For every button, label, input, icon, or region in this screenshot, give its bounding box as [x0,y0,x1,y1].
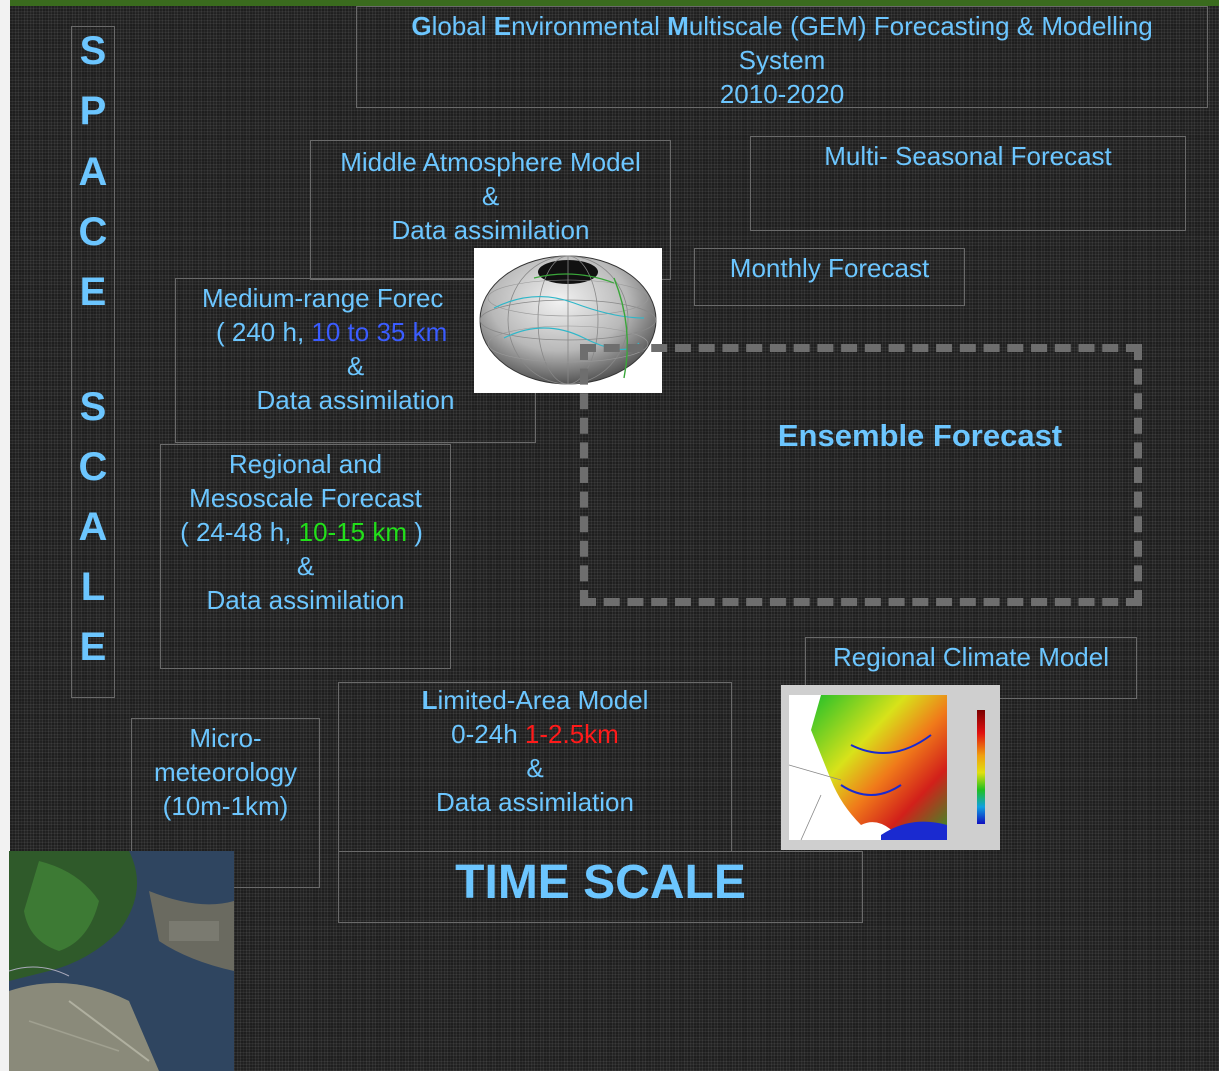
space-letter-a: A [78,150,108,194]
middle-atmosphere-box: Middle Atmosphere Model & Data assimilat… [310,140,671,280]
middle-atmosphere-amp: & [481,181,500,211]
title-word-rest: ultiscale (GEM) Forecasting & Modelling [688,11,1153,41]
globe-grid-icon [474,248,662,393]
medium-range-resolution: 10 to 35 km [311,317,448,347]
satellite-photo-icon [9,851,234,1071]
title-line-3: 2010-2020 [719,79,845,109]
scale-letter-s: S [79,385,107,429]
limited-area-rest: imited-Area Model [437,685,649,715]
regional-meso-hours: ( 24-48 h, [180,517,299,547]
medium-range-title: Medium-range Forec [202,283,444,313]
title-line-1: Global Environmental Multiscale (GEM) Fo… [357,9,1207,43]
middle-atmosphere-title: Middle Atmosphere Model [340,147,641,177]
limited-area-hours: 0-24h [451,719,525,749]
medium-range-box: Medium-range Forec ( 240 h, 10 to 35 km … [175,278,536,443]
regional-meso-line-1: Regional and [228,449,383,479]
title-letter-m: M [667,11,689,41]
regional-meso-line-2: Mesoscale Forecast [189,483,422,513]
medium-range-amp: & [346,351,365,381]
micro-line-1: Micro- [189,723,262,753]
micro-line-3: (10m-1km) [162,791,289,821]
limited-area-box: Limited-Area Model 0-24h 1-2.5km & Data … [338,682,732,852]
space-letter-p: P [79,89,107,133]
space-letter-c: C [78,210,108,254]
limited-area-amp: & [526,753,544,783]
limited-area-title: Limited-Area Model [339,683,731,717]
regional-meso-resolution: 10-15 km [298,517,407,547]
regional-meso-amp: & [296,551,315,581]
space-letter-e: E [79,270,107,314]
space-letter-s: S [79,29,107,73]
regional-climate-map-icon [781,685,1000,850]
multi-seasonal-title: Multi- Seasonal Forecast [824,141,1112,171]
micro-line-2: meteorology [153,757,298,787]
micro-meteorology-box: Micro- meteorology (10m-1km) [131,718,320,888]
gem-title-box: Global Environmental Multiscale (GEM) Fo… [356,6,1208,109]
medium-range-da: Data assimilation [256,385,455,415]
multi-seasonal-box: Multi- Seasonal Forecast [750,136,1186,231]
scale-letter-c: C [78,445,108,489]
title-line-2: System [738,45,826,75]
monthly-forecast-title: Monthly Forecast [729,253,930,283]
scale-letter-a: A [78,505,108,549]
scale-letter-e: E [79,625,107,669]
limited-area-resolution: 1-2.5km [524,719,619,749]
title-word-nvironmental: nvironmental [511,11,668,41]
ensemble-forecast-frame [580,344,1142,606]
medium-range-hours: ( 240 h, [216,317,312,347]
time-scale-axis: TIME SCALE [338,851,863,923]
regional-meso-spec: ( 24-48 h, 10-15 km ) [153,515,450,549]
monthly-forecast-box: Monthly Forecast [694,248,965,306]
title-letter-g: G [411,11,432,41]
globe-svg [479,255,657,385]
regional-meso-da: Data assimilation [206,585,405,615]
limited-area-letter-l: L [421,685,438,715]
satellite-svg [9,851,234,1071]
medium-range-spec: ( 240 h, 10 to 35 km [176,315,535,349]
scale-letter-l: L [80,565,106,609]
regional-mesoscale-box: Regional and Mesoscale Forecast ( 24-48 … [160,444,451,669]
regional-climate-title: Regional Climate Model [832,642,1110,672]
middle-atmosphere-da: Data assimilation [391,215,590,245]
ensemble-forecast-label: Ensemble Forecast [777,418,1063,453]
limited-area-da: Data assimilation [436,787,634,817]
left-margin-strip [0,0,10,1071]
title-word-lobal: lobal [431,11,494,41]
space-scale-axis: S P A C E S C A L E [71,26,115,698]
title-letter-e: E [493,11,512,41]
climate-map-svg [788,695,985,841]
limited-area-spec: 0-24h 1-2.5km [339,717,731,751]
regional-meso-close: ) [407,517,423,547]
top-accent-bar [0,0,1219,6]
